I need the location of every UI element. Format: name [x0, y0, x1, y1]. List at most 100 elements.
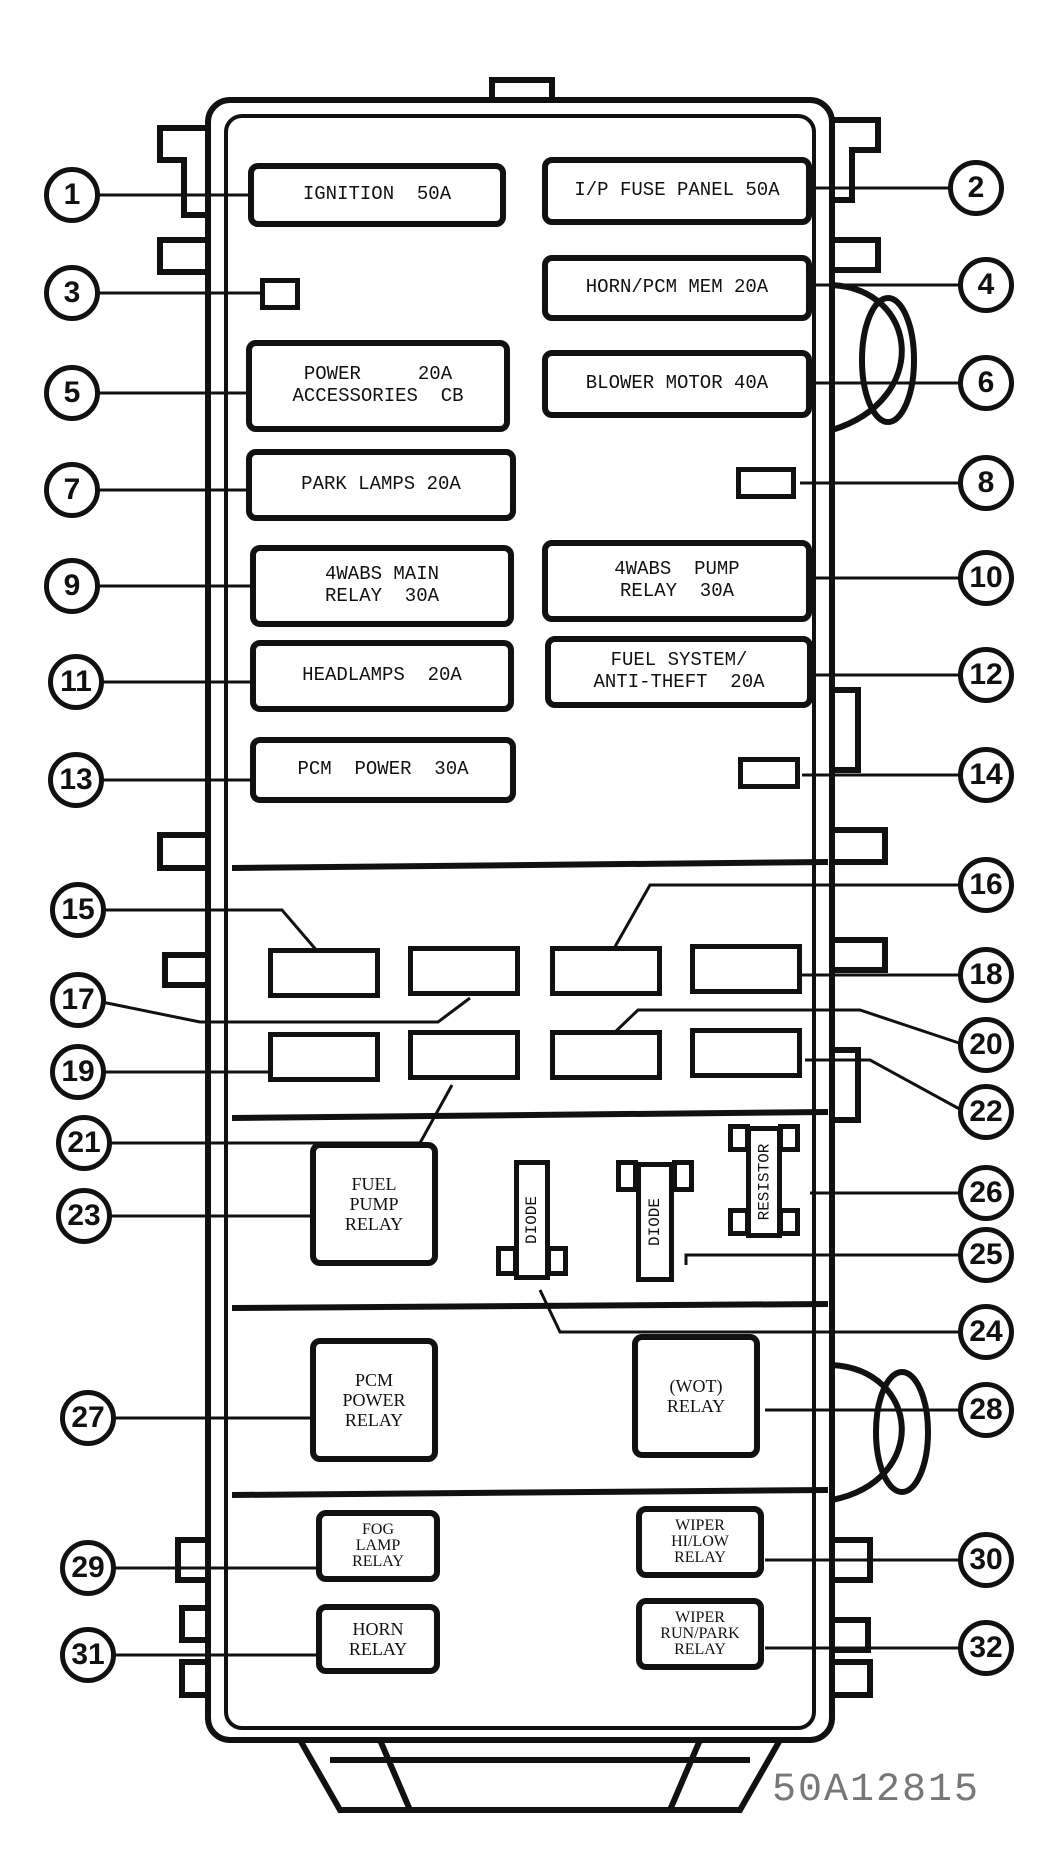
relay-23-label-line-1: FUEL: [351, 1173, 397, 1194]
callout-8: 8: [958, 455, 1014, 511]
diode-24: DIODE: [514, 1160, 550, 1280]
fuse-6-label: BLOWER MOTOR 40A: [585, 372, 769, 395]
relay-28-wot: (WOT) RELAY: [632, 1334, 760, 1458]
diode-24-pin-left: [496, 1246, 518, 1276]
relay-32-label-line-1: WIPER: [675, 1609, 725, 1626]
fuse-1-ignition: IGNITION 50A: [248, 163, 506, 227]
callout-27: 27: [60, 1390, 116, 1446]
callout-12: 12: [958, 647, 1014, 703]
divider-2: [231, 1109, 829, 1121]
relay-32-wiper-run-park: WIPER RUN/PARK RELAY: [636, 1598, 764, 1670]
slot-18: [690, 944, 802, 994]
relay-29-label-line-1: FOG: [361, 1521, 394, 1538]
fuse-4-label: HORN/PCM MEM 20A: [585, 276, 769, 299]
callout-30: 30: [958, 1532, 1014, 1588]
relay-32-label-line-2: RUN/PARK: [660, 1625, 740, 1642]
callout-16: 16: [958, 857, 1014, 913]
relay-27-label-line-2: POWER: [342, 1389, 406, 1410]
leader-lines: [91, 186, 966, 1657]
relay-27-label-line-3: RELAY: [344, 1410, 404, 1431]
callout-5: 5: [44, 365, 100, 421]
callout-22: 22: [958, 1084, 1014, 1140]
fuse-7-park-lamps: PARK LAMPS 20A: [246, 449, 516, 521]
callout-9: 9: [44, 558, 100, 614]
callout-19: 19: [50, 1044, 106, 1100]
diode-25: DIODE: [636, 1162, 674, 1282]
fuse-12-label-line-1: FUEL SYSTEM/: [610, 649, 748, 672]
fuse-5-label-line-1: POWER 20A: [303, 363, 453, 386]
callout-3: 3: [44, 265, 100, 321]
slot-19: [268, 1032, 380, 1082]
resistor-26-pin-br: [778, 1208, 800, 1236]
housing-outer: [205, 97, 835, 1743]
fuse-10-4wabs-pump-relay: 4WABS PUMP RELAY 30A: [542, 540, 812, 622]
callout-17: 17: [50, 972, 106, 1028]
slot-16: [550, 946, 662, 996]
fuse-11-headlamps: HEADLAMPS 20A: [250, 640, 514, 712]
divider-4: [231, 1487, 829, 1498]
relay-23-label-line-2: PUMP: [349, 1193, 399, 1214]
slot-3: [260, 278, 300, 310]
fuse-9-label-line-2: RELAY 30A: [324, 585, 440, 607]
relay-23-label-line-3: RELAY: [344, 1214, 404, 1235]
diode-24-pin-right: [546, 1246, 568, 1276]
fuse-11-label: HEADLAMPS 20A: [302, 664, 462, 687]
fuse-7-label: PARK LAMPS 20A: [301, 473, 461, 496]
fuse-10-label-line-2: RELAY 30A: [619, 580, 735, 602]
fuse-2-ip-fuse-panel: I/P FUSE PANEL 50A: [542, 157, 812, 225]
diode-24-label: DIODE: [523, 1195, 542, 1245]
fuse-13-label: PCM POWER 30A: [297, 758, 469, 781]
diode-25-pin-left: [616, 1160, 638, 1192]
slot-20: [550, 1030, 662, 1080]
callout-31: 31: [60, 1627, 116, 1683]
callout-23: 23: [56, 1188, 112, 1244]
relay-29-label-line-3: RELAY: [352, 1553, 404, 1570]
callout-20: 20: [958, 1017, 1014, 1073]
relay-32-label-line-3: RELAY: [674, 1641, 726, 1658]
relay-31-label-line-1: HORN: [352, 1618, 404, 1639]
callout-11: 11: [48, 654, 104, 710]
relay-28-label-line-1: (WOT): [669, 1375, 723, 1396]
relay-30-label-line-1: WIPER: [675, 1517, 725, 1534]
relay-30-label-line-3: RELAY: [674, 1549, 726, 1566]
slot-15: [268, 948, 380, 998]
resistor-26: RESISTOR: [746, 1126, 782, 1238]
fuse-4-horn-pcm-mem: HORN/PCM MEM 20A: [542, 255, 812, 321]
relay-27-pcm-power: PCM POWER RELAY: [310, 1338, 438, 1462]
slot-21: [408, 1030, 520, 1080]
relay-30-label-line-2: HI/LOW: [671, 1533, 729, 1550]
fuse-12-label-line-2: ANTI-THEFT 20A: [593, 671, 765, 693]
fuse-10-label-line-1: 4WABS PUMP: [614, 558, 740, 581]
resistor-26-pin-bl: [728, 1208, 750, 1236]
callout-13: 13: [48, 752, 104, 808]
fuse-5-power-accessories: POWER 20A ACCESSORIES CB: [246, 340, 510, 432]
slot-14: [738, 757, 800, 789]
slot-22: [690, 1028, 802, 1078]
callout-26: 26: [958, 1165, 1014, 1221]
callout-15: 15: [50, 882, 106, 938]
fuse-1-label: IGNITION 50A: [302, 183, 452, 206]
relay-31-label-line-2: RELAY: [348, 1639, 408, 1659]
housing-inner: [224, 114, 816, 1730]
fuse-9-4wabs-main-relay: 4WABS MAIN RELAY 30A: [250, 545, 514, 627]
slot-17: [408, 946, 520, 996]
divider-3: [231, 1301, 829, 1311]
fuse-6-blower-motor: BLOWER MOTOR 40A: [542, 350, 812, 418]
callout-7: 7: [44, 462, 100, 518]
resistor-26-pin-tr: [778, 1124, 800, 1152]
fuse-5-label-line-2: ACCESSORIES CB: [292, 385, 464, 407]
callout-32: 32: [958, 1620, 1014, 1676]
divider-1: [231, 859, 829, 871]
figure-code: 50A12815: [772, 1768, 981, 1813]
callout-29: 29: [60, 1540, 116, 1596]
callout-6: 6: [958, 355, 1014, 411]
callout-24: 24: [958, 1304, 1014, 1360]
relay-23-fuel-pump: FUEL PUMP RELAY: [310, 1142, 438, 1266]
callout-25: 25: [958, 1227, 1014, 1283]
relay-30-wiper-hi-low: WIPER HI/LOW RELAY: [636, 1506, 764, 1578]
relay-31-horn: HORN RELAY: [316, 1604, 440, 1674]
fuse-12-fuel-system-anti-theft: FUEL SYSTEM/ ANTI-THEFT 20A: [545, 636, 813, 708]
fuse-9-label-line-1: 4WABS MAIN: [324, 563, 440, 586]
callout-1: 1: [44, 167, 100, 223]
